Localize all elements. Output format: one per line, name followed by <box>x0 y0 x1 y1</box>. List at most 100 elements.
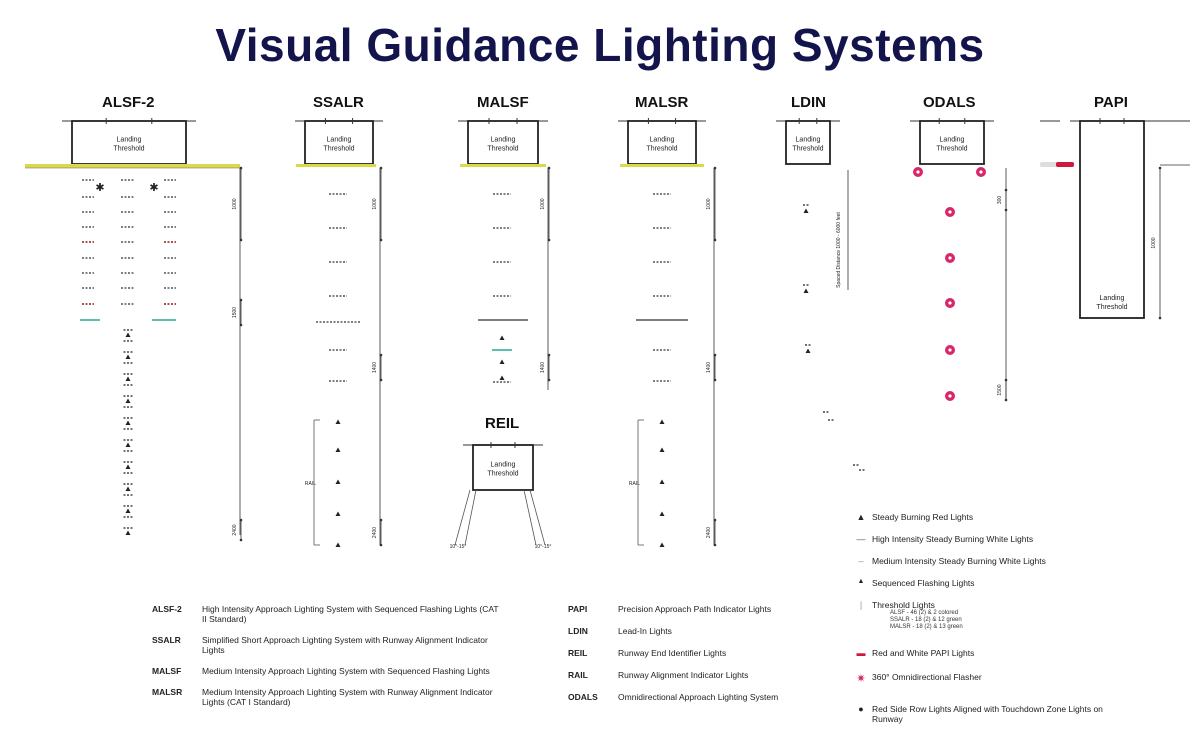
odals-runway <box>919 120 985 165</box>
malsr-threshold-label: Landing <box>650 137 675 144</box>
dimension-label: 2400 <box>706 527 712 538</box>
reil-beam <box>529 489 546 546</box>
dimension-end <box>713 378 717 382</box>
key-row: –Medium Intensity Steady Burning White L… <box>850 556 1045 566</box>
sequenced-flashing-light <box>125 398 131 403</box>
dimension-end <box>547 353 551 357</box>
dimension-end <box>1004 398 1008 402</box>
sequenced-flashing-light <box>659 419 665 424</box>
sequenced-flashing-light <box>335 479 341 484</box>
key-row: ▲Steady Burning Red Lights <box>850 512 974 522</box>
label-ldin: LDIN <box>791 94 826 111</box>
reil-angle-label: 10°-15° <box>535 544 552 550</box>
steady-red-light-icon: ▲ <box>856 512 866 522</box>
page-title: Visual Guidance Lighting Systems <box>215 19 985 71</box>
alsf2-marker: ✱ <box>149 182 158 194</box>
sequenced-flashing-light <box>659 447 665 452</box>
key-row: ✷360° Omnidirectional Flasher <box>850 672 981 685</box>
dimension-end <box>713 166 717 170</box>
sequenced-flashing-light <box>805 348 811 353</box>
reil-beam <box>454 489 471 546</box>
papi-threshold-label: Threshold <box>1096 304 1127 311</box>
flasher-center <box>948 256 952 260</box>
flasher-center <box>948 210 952 214</box>
ssalr-threshold-lights <box>296 164 376 167</box>
flasher-center <box>948 348 952 352</box>
sequenced-flashing-light <box>659 479 665 484</box>
flasher-center <box>916 170 920 174</box>
sequenced-flashing-light <box>803 208 809 213</box>
dimension-label: 1500 <box>232 307 238 318</box>
sequenced-flashing-light <box>125 464 131 469</box>
sequenced-flashing-light <box>125 442 131 447</box>
reil-angle-label: 10°-15° <box>450 544 467 550</box>
dimension-end <box>1004 208 1008 212</box>
papi-runway <box>1079 120 1145 319</box>
dimension-end <box>379 543 383 547</box>
dimension-end <box>1158 166 1162 170</box>
sequenced-flashing-light <box>125 376 131 381</box>
label-alsf2: ALSF-2 <box>102 94 155 111</box>
malsf-runway <box>467 120 539 165</box>
alsf2-threshold-label: Landing <box>117 137 142 144</box>
dimension-end <box>239 298 243 302</box>
dimension-end <box>379 238 383 242</box>
dimension-end <box>239 538 243 542</box>
ssalr-threshold-label: Landing <box>327 137 352 144</box>
reil-threshold-label: Threshold <box>487 471 518 478</box>
dimension-label: 1400 <box>372 362 378 373</box>
dimension-end <box>713 238 717 242</box>
dimension-end <box>379 378 383 382</box>
papi-light <box>1056 162 1074 167</box>
dimension-end <box>1004 378 1008 382</box>
malsf-threshold-label: Threshold <box>487 146 518 153</box>
flasher-center <box>948 301 952 305</box>
dimension-label: 2400 <box>232 524 238 535</box>
key-row: |Threshold Lights ALSF - 46 (2) & 2 colo… <box>850 600 963 631</box>
sequenced-flashing-light <box>499 375 505 380</box>
dimension-label: 1000 <box>232 198 238 209</box>
sequenced-flashing-light <box>125 354 131 359</box>
sequenced-flashing-light-icon: ▲ <box>857 578 865 585</box>
sequenced-flashing-light <box>125 420 131 425</box>
reil-threshold-label: Landing <box>491 462 516 469</box>
ssalr-threshold-label: Threshold <box>323 146 354 153</box>
dimension-label: 2400 <box>372 527 378 538</box>
ldin-runway <box>785 120 831 165</box>
dimension-label: 1400 <box>540 362 546 373</box>
ldin-note: Spaced Distance 1000 - 6000 feet <box>836 212 842 288</box>
dimension-end <box>239 166 243 170</box>
sequenced-flashing-light <box>803 288 809 293</box>
dimension-end <box>379 353 383 357</box>
papi-threshold-label: Landing <box>1100 295 1125 302</box>
dimension-label: 300 <box>997 196 1003 205</box>
label-malsf: MALSF <box>477 94 529 111</box>
malsf-threshold-label: Landing <box>491 137 516 144</box>
malsr-rail-label: RAIL <box>629 481 640 487</box>
malsr-threshold-lights <box>620 164 704 167</box>
dimension-end <box>379 518 383 522</box>
sequenced-flashing-light <box>125 530 131 535</box>
dimension-end <box>1004 188 1008 192</box>
dimension-label: 1000 <box>372 198 378 209</box>
sequenced-flashing-light <box>499 359 505 364</box>
dimension-end <box>239 518 243 522</box>
dimension-end <box>547 238 551 242</box>
odals-threshold-label: Landing <box>940 137 965 144</box>
sequenced-flashing-light <box>125 486 131 491</box>
threshold-light-icon: | <box>859 600 863 610</box>
sequenced-flashing-light <box>335 542 341 547</box>
sequenced-flashing-light <box>335 447 341 452</box>
red-side-row-light-icon: ● <box>858 704 864 714</box>
reil-runway <box>472 444 534 491</box>
reil-beam <box>464 489 477 546</box>
